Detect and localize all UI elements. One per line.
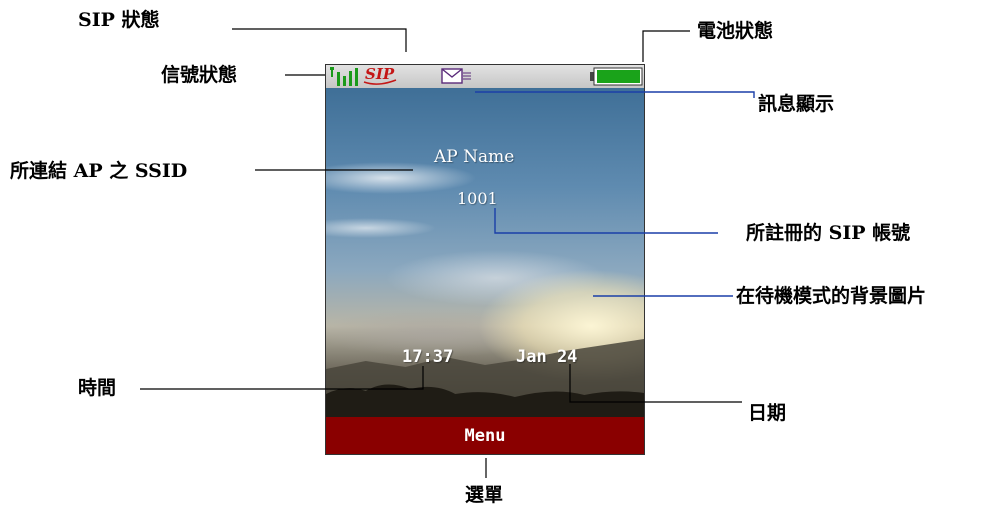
message-envelope-icon[interactable]	[441, 68, 475, 85]
ap-ssid-label: AP Name	[434, 147, 515, 167]
callout-date: 日期	[748, 402, 787, 424]
callout-ap-ssid: 所連結 AP 之 SSID	[10, 160, 188, 182]
clock-date: Jan 24	[516, 347, 578, 367]
sip-account-number: 1001	[457, 189, 498, 208]
clock-time: 17:37	[402, 347, 454, 367]
standby-wallpaper	[326, 88, 644, 419]
signal-strength-icon	[330, 67, 358, 86]
mountain-silhouette	[326, 339, 644, 419]
callout-sip-account: 所註冊的 SIP 帳號	[746, 222, 911, 244]
battery-icon	[590, 67, 643, 86]
callout-sip-status: SIP 狀態	[78, 9, 160, 31]
status-bar: SIP	[326, 65, 644, 88]
leader-battery	[642, 30, 690, 62]
callout-menu: 選單	[465, 484, 504, 506]
callout-battery-status: 電池狀態	[697, 20, 774, 42]
callout-time: 時間	[78, 377, 117, 399]
phone-screen: SIP AP Name 1001 17:37 Jan 24 Menu	[325, 64, 645, 455]
callout-message-display: 訊息顯示	[758, 93, 835, 115]
menu-label: Menu	[464, 425, 506, 446]
sip-status-icon: SIP	[362, 65, 398, 86]
menu-softkey[interactable]: Menu	[326, 417, 644, 454]
sip-logo-text: SIP	[365, 65, 395, 83]
callout-signal-status: 信號狀態	[161, 64, 238, 86]
callout-wallpaper: 在待機模式的背景圖片	[736, 285, 927, 307]
leader-sip-status	[232, 28, 407, 52]
